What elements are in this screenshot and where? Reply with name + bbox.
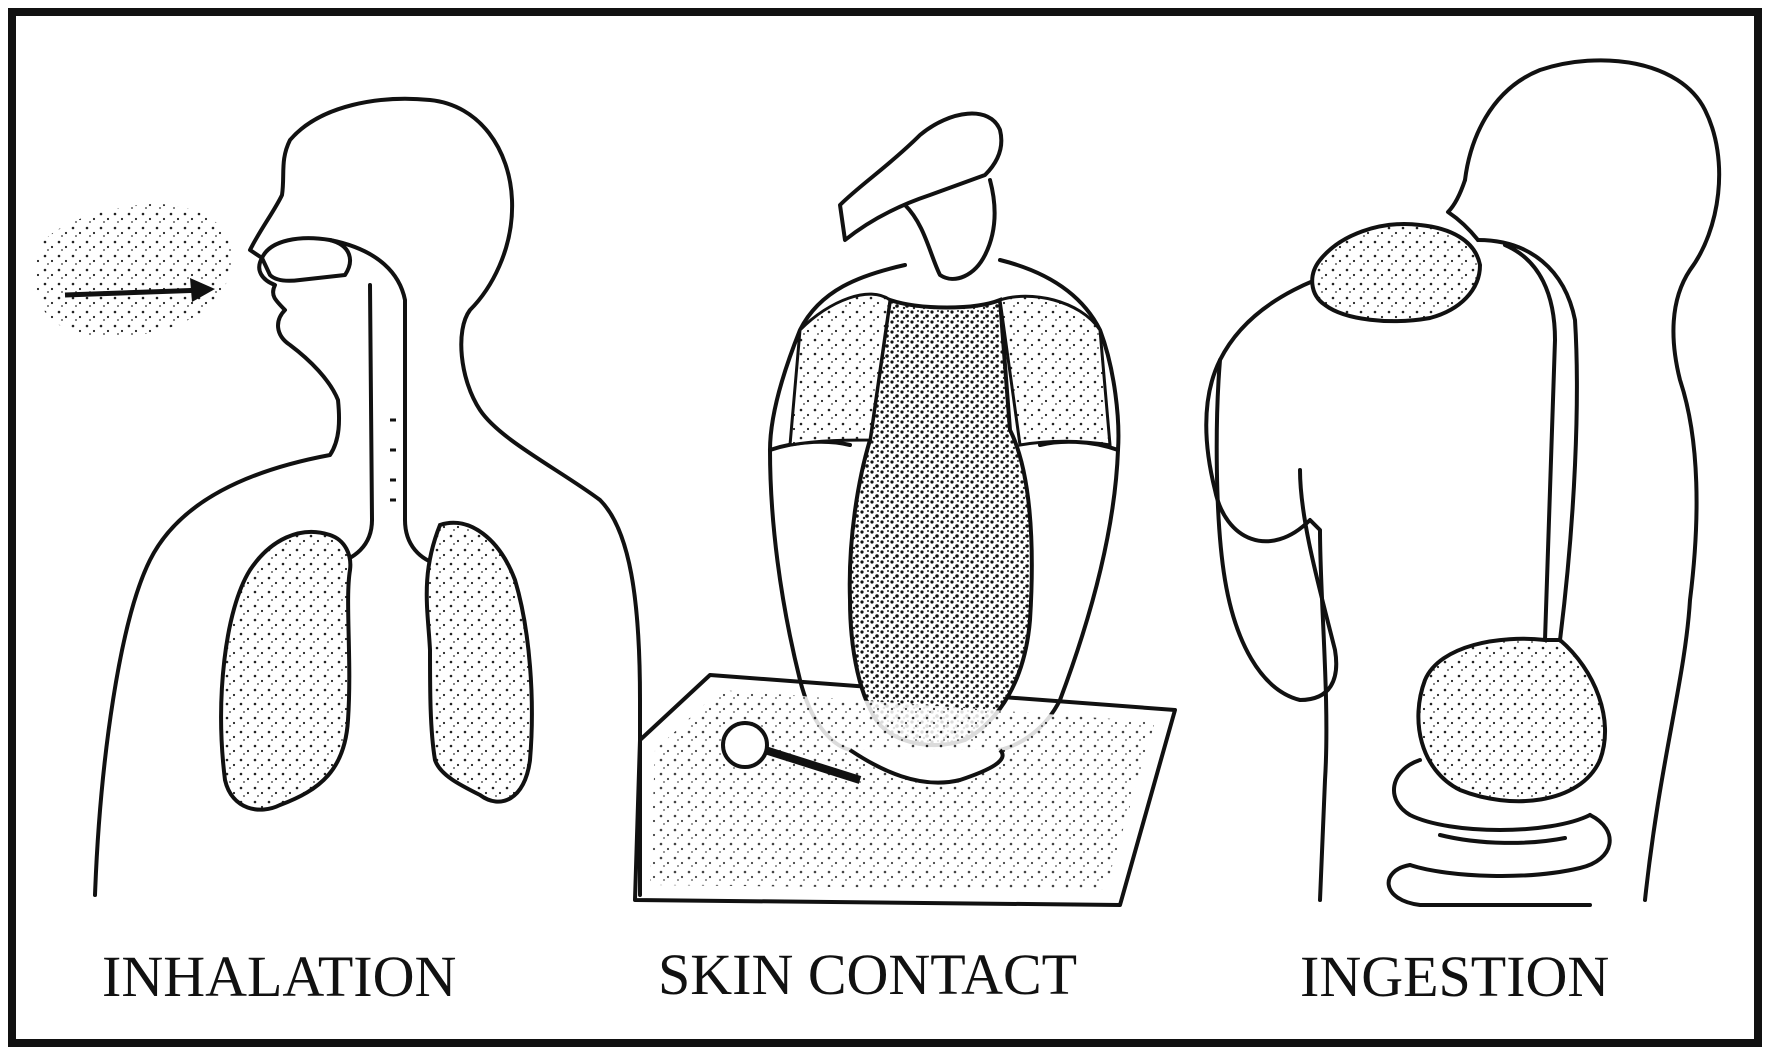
label-inhalation: INHALATION (102, 948, 456, 1006)
nasal-cavity (262, 238, 350, 281)
table-surface (650, 690, 1155, 890)
esophagus (1478, 240, 1577, 640)
left-lung (221, 532, 350, 810)
stomach (1418, 639, 1605, 801)
label-skin-contact: SKIN CONTACT (658, 946, 1077, 1004)
trachea (330, 240, 405, 520)
airborne-particles (35, 204, 233, 337)
worker-face (905, 180, 995, 279)
label-ingestion: INGESTION (1300, 948, 1609, 1006)
worker-cap (840, 114, 1001, 240)
food-in-hand (1312, 224, 1480, 321)
trachea-rings (390, 420, 396, 500)
right-lung (427, 523, 532, 802)
